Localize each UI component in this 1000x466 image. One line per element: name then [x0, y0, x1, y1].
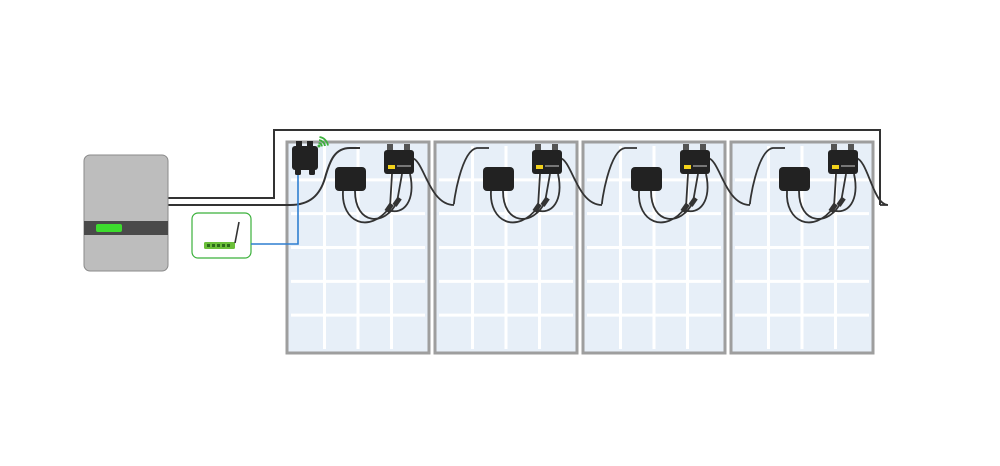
mc4-connector: [680, 202, 690, 213]
optimizer-icon: [532, 150, 562, 174]
panel-device-group: [483, 144, 562, 224]
mc4-connector: [836, 196, 846, 207]
mc4-connector: [828, 202, 838, 213]
optimizer-connector: [552, 144, 558, 151]
gateway-foot-right: [309, 169, 315, 175]
wifi-arc: [318, 139, 326, 147]
optimizer-label: [684, 165, 691, 169]
wifi-signal-icon: [317, 136, 329, 148]
gateway-connector-right: [307, 141, 313, 147]
router-led-dot: [217, 244, 220, 247]
inter-panel-cable: [559, 147, 637, 206]
junction-box-icon: [779, 167, 810, 191]
optimizer-connector: [683, 144, 689, 151]
inter-panel-cables: [411, 147, 889, 206]
mc4-connector: [540, 196, 550, 207]
inter-panel-cable: [707, 147, 785, 206]
module-cable: [683, 173, 709, 213]
inverter-body: [83, 154, 169, 272]
mc4-connector: [384, 202, 394, 213]
panel-chain-cable: [168, 147, 360, 206]
junction-box-icon: [631, 167, 662, 191]
end-cable: [855, 157, 889, 206]
gateway-connector-left: [296, 141, 302, 147]
optimizer-icon: [828, 150, 858, 174]
optimizer-connector: [404, 144, 410, 151]
module-cable: [831, 173, 857, 213]
junction-box-icon: [335, 167, 366, 191]
gateway-icon: [292, 136, 329, 175]
router-led-dots: [207, 244, 230, 247]
optimizer-connector: [831, 144, 837, 151]
junction-box-icon: [483, 167, 514, 191]
inter-panel-cable: [411, 147, 489, 206]
panel-device-group: [631, 144, 710, 224]
inverter-icon: [83, 154, 169, 272]
optimizer-label: [388, 165, 395, 169]
panel-devices: [335, 144, 858, 224]
panel-device-group: [779, 144, 858, 224]
optimizer-label-line: [693, 165, 707, 167]
data-cable: [251, 170, 299, 245]
mc4-connector: [392, 196, 402, 207]
wifi-dot: [317, 144, 321, 148]
optimizer-label-line: [841, 165, 855, 167]
optimizer-connector: [387, 144, 393, 151]
optimizer-connector: [848, 144, 854, 151]
gateway-foot-left: [295, 169, 301, 175]
optimizer-connector: [535, 144, 541, 151]
optimizer-label-line: [545, 165, 559, 167]
module-cable: [387, 173, 413, 213]
optimizer-icon: [384, 150, 414, 174]
optimizer-connector: [700, 144, 706, 151]
router-frame: [191, 212, 252, 259]
router-led-dot: [207, 244, 210, 247]
optimizer-label-line: [397, 165, 411, 167]
optimizer-label: [536, 165, 543, 169]
router-icon: [191, 212, 252, 259]
router-led-dot: [222, 244, 225, 247]
router-led-dot: [227, 244, 230, 247]
wifi-arc: [318, 142, 323, 147]
status-led: [96, 224, 122, 232]
optimizer-label: [832, 165, 839, 169]
panel-device-group: [335, 144, 414, 224]
ac-trunk-cable: [168, 129, 881, 205]
module-cable: [535, 173, 561, 213]
optimizer-icon: [680, 150, 710, 174]
wifi-arc: [319, 136, 329, 146]
router-antenna-icon: [234, 221, 240, 244]
router-led-dot: [212, 244, 215, 247]
mc4-connector: [532, 202, 542, 213]
mc4-connector: [688, 196, 698, 207]
gateway-body: [292, 146, 318, 170]
